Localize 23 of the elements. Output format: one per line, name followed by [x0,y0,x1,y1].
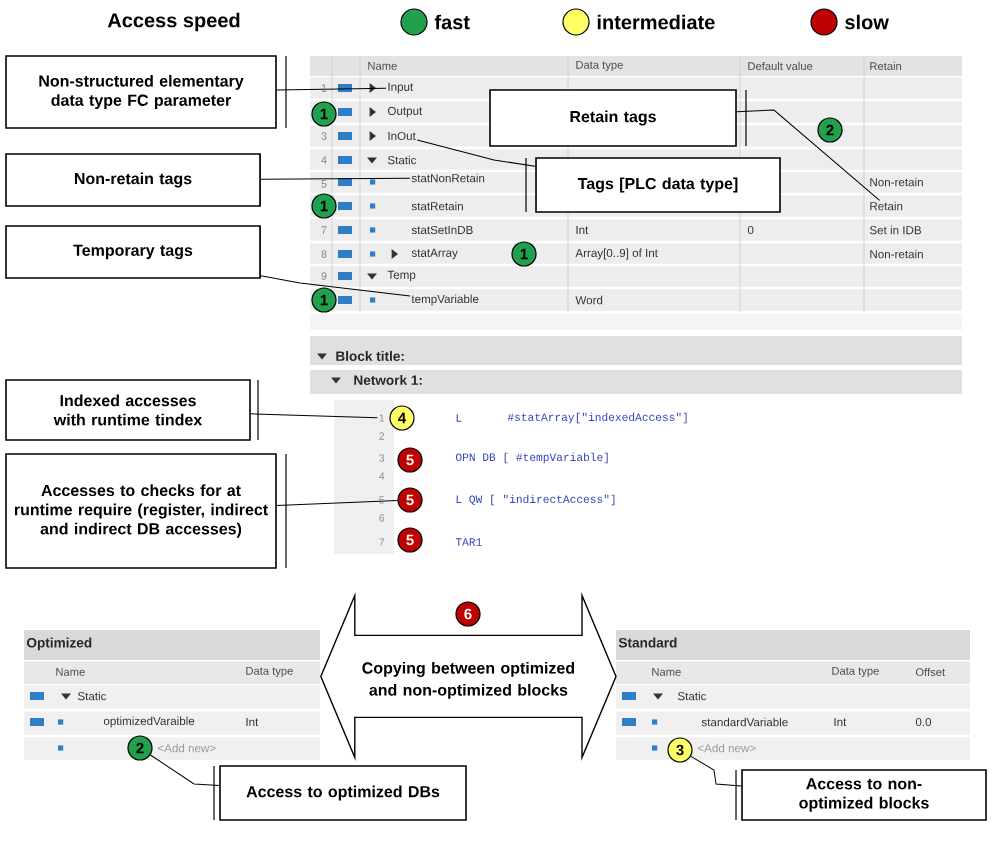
callout-box: Non-structured elementary data type FC parameter [5,55,287,129]
legend-label: intermediate [597,14,715,30]
callout-box: Accesses to checks for at runtime require (register, indirect and indirect DB accesses) [5,453,287,569]
callout-box: Non-retain tags [5,153,261,207]
leader-line [250,413,378,419]
leader-line [736,109,881,201]
leader-line [276,500,398,506]
callout-box: Indexed accesses with runtime tindex [5,379,259,441]
legend-label: fast [434,14,470,30]
leader-line [150,754,220,787]
leader-line [690,755,742,787]
leader-line [416,139,536,167]
edge-label: Copying between optimized and non-optimized blocks [348,659,589,701]
leader-line [260,275,411,297]
legend-label: slow [845,14,889,30]
callout-box: Tags [PLC data type] [525,157,781,213]
callout-box: Access to optimized DBs [213,765,467,821]
callout-box: Access to non-optimized blocks [735,769,987,821]
callout-box: Retain tags [489,89,747,147]
legend-title: Access speed [107,12,240,32]
leader-line [260,177,411,180]
leader-line [276,87,387,91]
callout-box: Temporary tags [5,225,261,279]
